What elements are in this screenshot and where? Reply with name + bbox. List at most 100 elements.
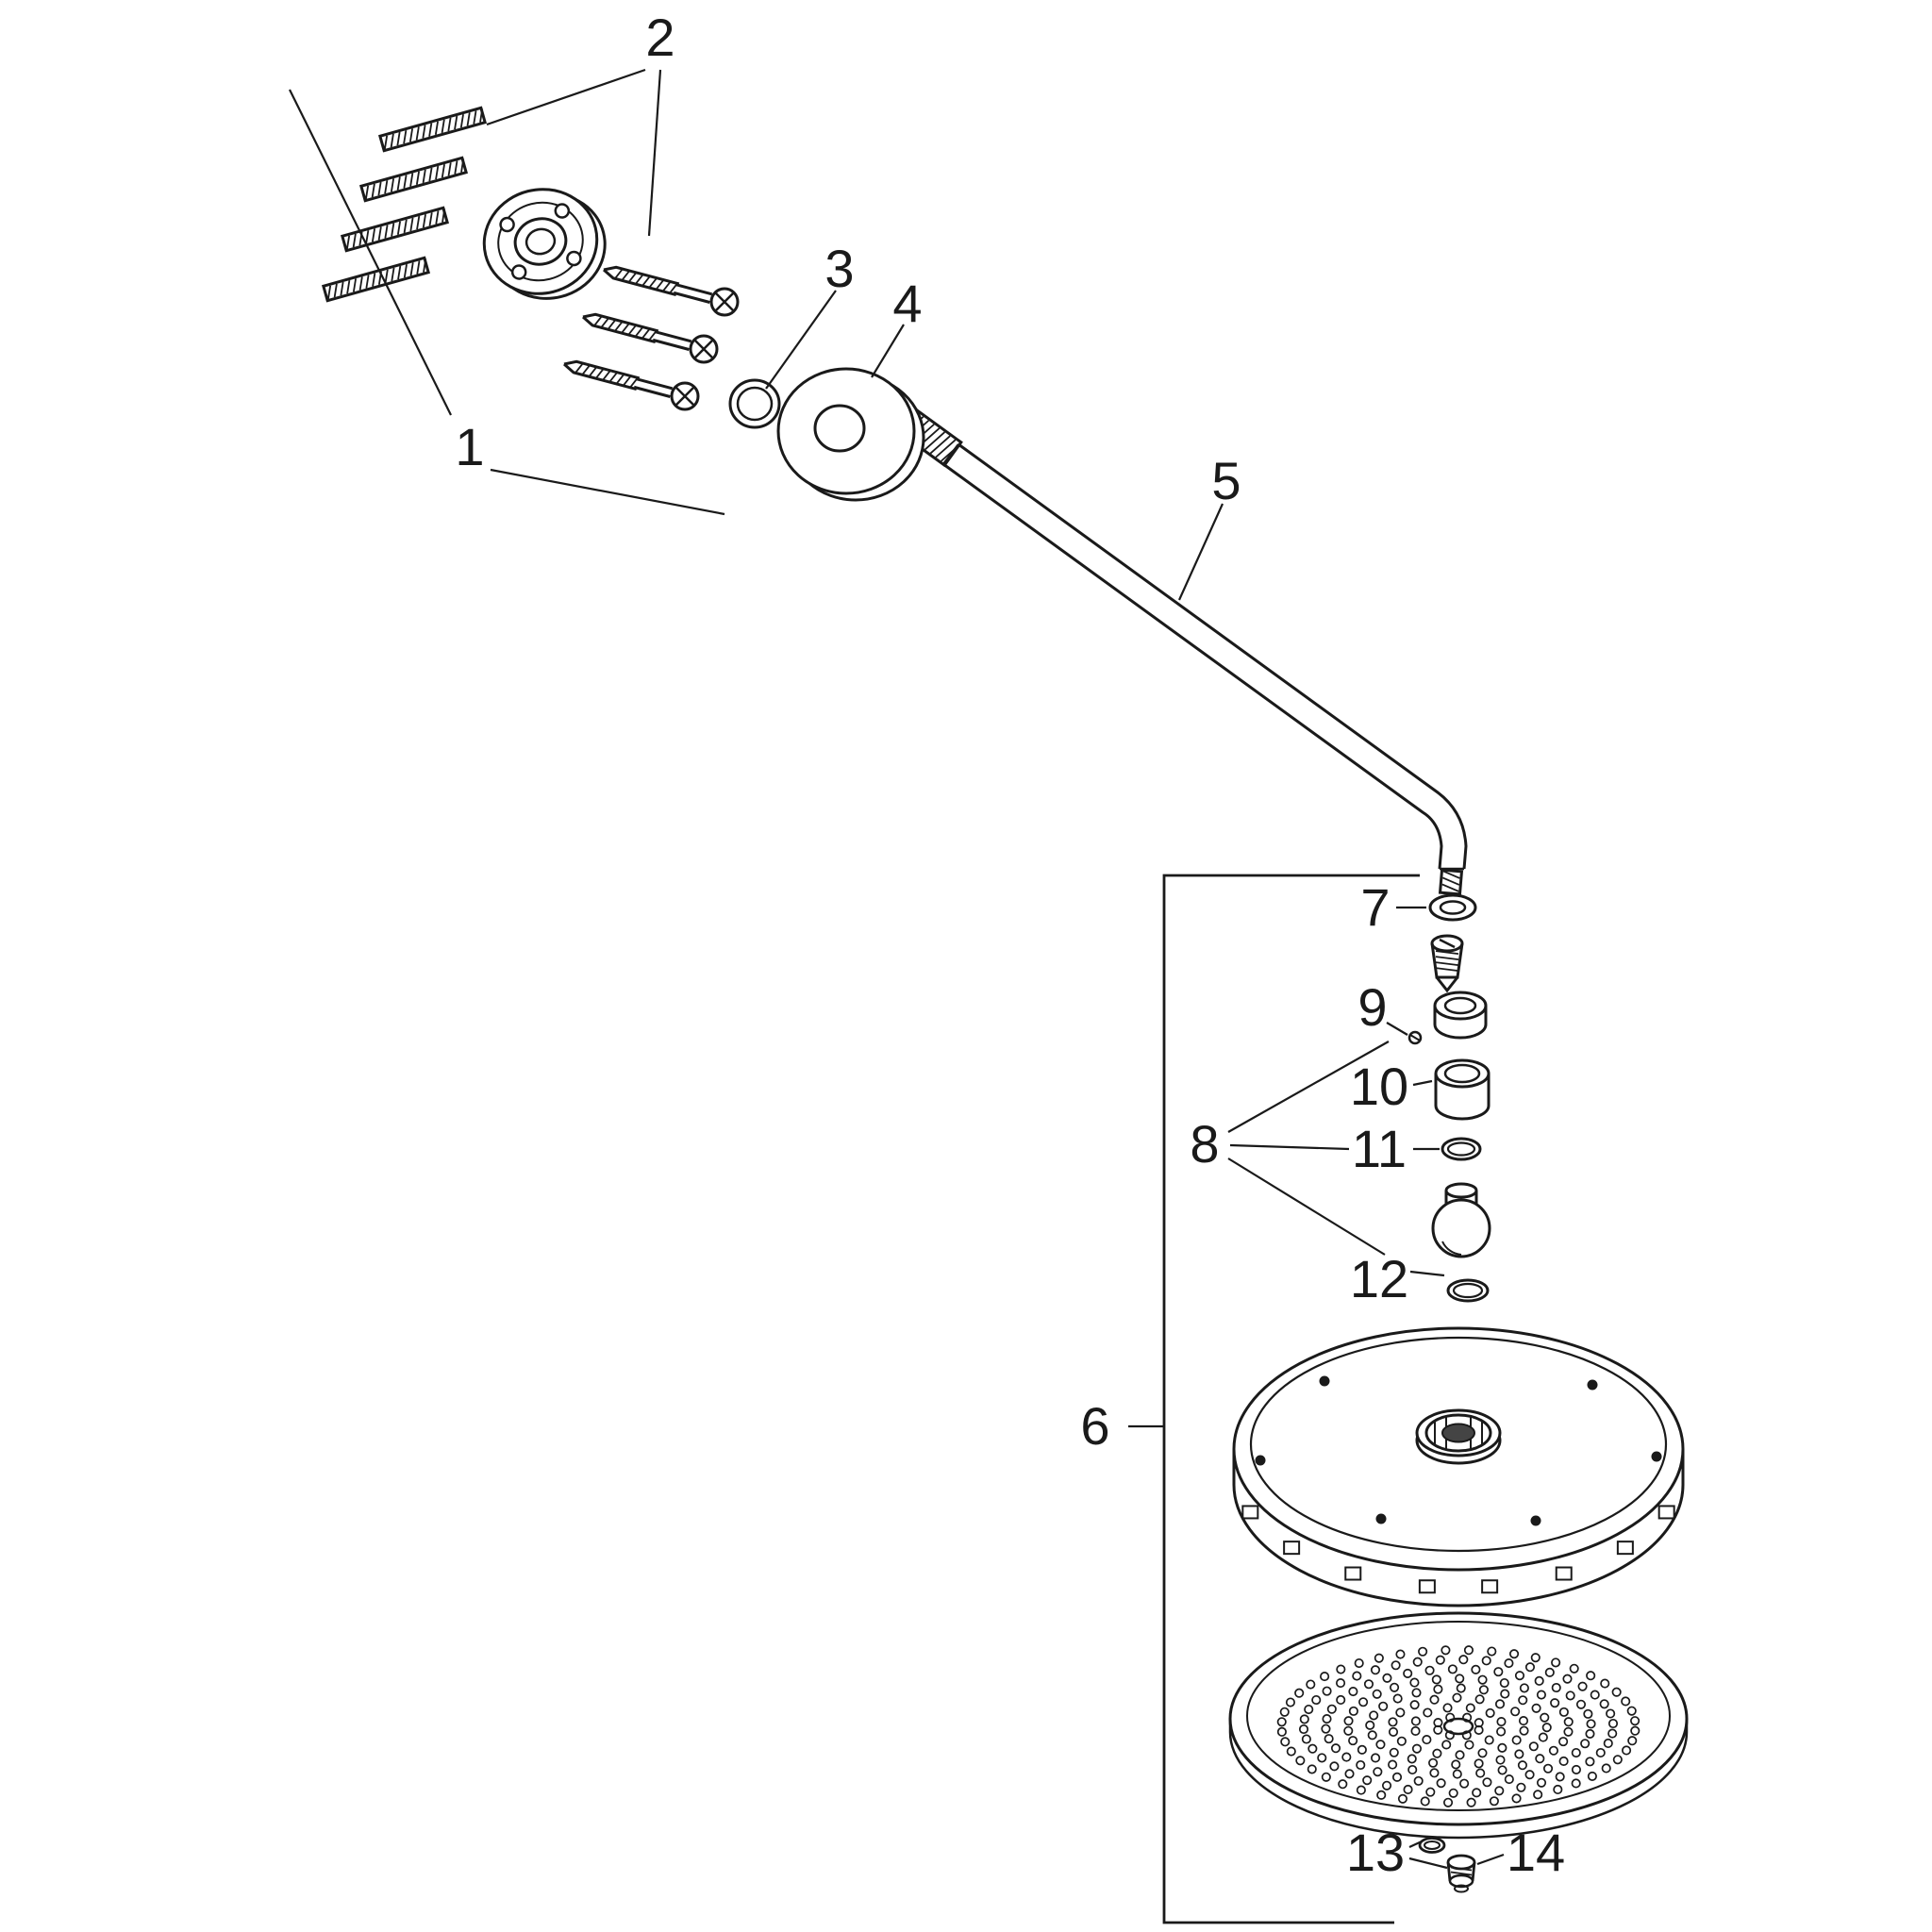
- spray-nozzle-hole: [1518, 1716, 1529, 1726]
- spray-nozzle-hole: [1478, 1685, 1489, 1695]
- spray-nozzle-hole: [1586, 1719, 1596, 1729]
- part-label-5: 5: [1211, 451, 1241, 510]
- spray-nozzle-hole: [1466, 1797, 1476, 1807]
- spray-nozzle-hole: [1626, 1706, 1637, 1716]
- thread-hatch-line: [1442, 870, 1460, 879]
- spray-nozzle-hole: [1630, 1725, 1641, 1736]
- spray-nozzle-hole: [1558, 1756, 1569, 1767]
- part-label-8: 8: [1190, 1114, 1219, 1174]
- spray-nozzle-hole: [1551, 1657, 1561, 1668]
- thread-hatch-line: [580, 363, 591, 376]
- leader-2-screws: [647, 69, 662, 237]
- thread-hatch-line: [346, 235, 351, 250]
- aerator-tip: [1454, 1884, 1469, 1893]
- thread-hatch-line: [1441, 883, 1459, 892]
- spray-nozzle-hole: [1496, 1717, 1507, 1727]
- spray-nozzle-hole: [1474, 1694, 1485, 1705]
- set-screw-9: [1407, 1030, 1423, 1045]
- thread-hatch-line: [333, 283, 338, 298]
- spray-nozzle-hole: [1321, 1772, 1331, 1782]
- leader-3: [765, 290, 837, 390]
- spray-nozzle-hole: [1458, 1655, 1469, 1665]
- spray-nozzle-hole: [1571, 1747, 1581, 1758]
- set-screw-slot: [1409, 1034, 1421, 1041]
- thread-hatch-line: [384, 135, 389, 150]
- part-label-2: 2: [645, 8, 675, 67]
- thread-hatch-line: [403, 175, 408, 189]
- spray-nozzle-hole: [1463, 1645, 1474, 1656]
- spray-nozzle-hole: [1324, 1734, 1334, 1744]
- spray-nozzle-hole: [1555, 1772, 1565, 1782]
- thread-hatch-line: [1450, 1871, 1473, 1876]
- thread-hatch-line: [613, 320, 625, 333]
- spray-nozzle-hole: [1489, 1796, 1499, 1807]
- thread-hatch-line: [358, 276, 363, 291]
- spray-nozzle-hole: [1504, 1774, 1514, 1785]
- spray-nozzle-hole: [1410, 1725, 1421, 1736]
- thread-hatch-line: [390, 133, 394, 148]
- thread-hatch-line: [340, 281, 344, 296]
- spray-nozzle-hole: [1603, 1738, 1613, 1749]
- spray-nozzle-hole: [1519, 1725, 1529, 1736]
- spray-nozzle-hole: [1474, 1758, 1484, 1769]
- spray-nozzle-hole: [1536, 1777, 1547, 1788]
- spray-nozzle-hole: [1343, 1716, 1354, 1726]
- thread-hatch-line: [409, 262, 414, 276]
- spray-nozzle-hole: [1622, 1745, 1632, 1756]
- part-label-12: 12: [1350, 1249, 1408, 1308]
- leader-10: [1412, 1079, 1433, 1087]
- spray-nozzle-hole: [1497, 1742, 1507, 1753]
- thread-hatch-line: [403, 129, 408, 144]
- spray-nozzle-hole: [1511, 1793, 1522, 1804]
- ball-neck-top: [1444, 1182, 1478, 1199]
- spray-nozzle-hole: [1298, 1724, 1309, 1735]
- spray-nozzle-hole: [1388, 1759, 1398, 1770]
- spray-nozzle-hole: [1441, 1740, 1452, 1750]
- spray-nozzle-hole: [1514, 1749, 1524, 1759]
- spray-nozzle-hole: [1370, 1665, 1381, 1675]
- spray-nozzle-hole: [1348, 1706, 1358, 1716]
- ring-outer: [1446, 1278, 1490, 1303]
- sleeve-nut-10: [1434, 1058, 1491, 1121]
- spray-nozzle-hole: [1541, 1723, 1552, 1733]
- spray-nozzle-hole: [1344, 1769, 1355, 1779]
- spray-nozzle-hole: [1599, 1699, 1609, 1709]
- spray-nozzle-hole: [1390, 1682, 1400, 1692]
- thread-hatch-line: [924, 431, 946, 451]
- mounting-screws: [563, 265, 740, 411]
- thread-hatch-line: [460, 158, 465, 173]
- thread-hatch-line: [428, 123, 433, 137]
- thread-hatch-line: [620, 269, 631, 282]
- spray-nozzle-hole: [1499, 1677, 1509, 1689]
- thread-hatch-line: [352, 233, 357, 248]
- group-bracket-6: [1162, 874, 1420, 1924]
- arm-tube-upper-edge: [958, 442, 1468, 870]
- thread-hatch-line: [441, 119, 445, 134]
- rod-outline: [340, 206, 450, 253]
- spray-nozzle-hole: [1442, 1797, 1454, 1807]
- spray-nozzle-hole: [1294, 1688, 1305, 1698]
- thread-hatch-line: [377, 226, 382, 241]
- body-rim-line: [1249, 1336, 1668, 1553]
- spray-nozzle-hole: [1448, 1788, 1458, 1798]
- screw-head-cross: [694, 340, 713, 358]
- thread-hatch-line: [592, 314, 604, 327]
- leader-12: [1409, 1270, 1445, 1277]
- spray-nozzle-hole: [1585, 1728, 1595, 1739]
- thread-hatch-line: [377, 181, 382, 196]
- spray-nozzle-hole: [1563, 1717, 1574, 1727]
- spray-nozzle-hole: [1538, 1732, 1548, 1742]
- bracket-line-1b: [490, 468, 725, 516]
- spray-nozzle-hole: [1410, 1716, 1421, 1726]
- spray-nozzle-hole: [1392, 1693, 1403, 1704]
- spray-nozzle-hole: [1372, 1689, 1382, 1699]
- spray-nozzle-hole: [1571, 1778, 1581, 1789]
- thread-hatch-line: [647, 329, 658, 342]
- washer-inner: [1439, 900, 1467, 915]
- spray-nozzle-hole: [1495, 1755, 1506, 1765]
- spray-nozzle-hole: [1494, 1786, 1505, 1796]
- spray-nozzle-hole: [1356, 1785, 1366, 1795]
- flange-bolt-circle: [497, 201, 584, 282]
- callout-leader-lines: [289, 68, 1505, 1870]
- leader-9: [1386, 1022, 1408, 1036]
